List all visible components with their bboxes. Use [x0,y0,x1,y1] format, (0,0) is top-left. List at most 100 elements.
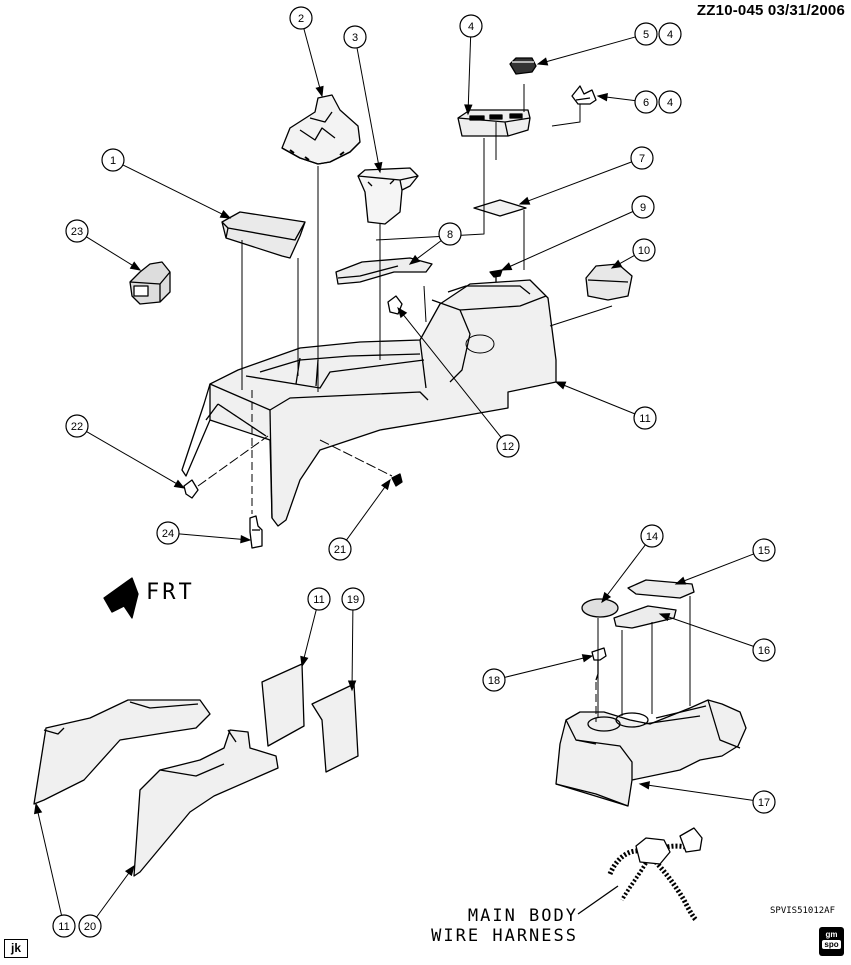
callout-leader-c14 [606,544,646,596]
callout-leader-c7 [527,161,632,202]
callout-qty-c5-label: 4 [667,29,673,41]
callout-c8-label: 8 [447,229,453,241]
callout-c15-label: 15 [758,545,770,557]
callout-arrowhead-c19 [347,680,357,692]
fastener-part [391,473,403,487]
callout-c8: 8 [438,222,462,246]
callout-c5: 5 [634,22,658,46]
harness-label-line1: MAIN BODY [467,906,578,926]
callout-arrowhead-c7 [518,196,531,205]
side-panel-part [261,663,359,773]
cap-part [585,263,633,301]
callout-arrowhead-c3 [374,161,383,174]
callout-c14: 14 [640,524,664,548]
callout-c23: 23 [65,219,89,243]
callout-c2-label: 2 [298,13,304,25]
callout-leader-c11b [303,609,317,659]
pad-part [473,199,527,217]
callout-c17: 17 [752,790,776,814]
callout-c11a: 11 [633,406,657,430]
callout-c19-label: 19 [347,594,359,606]
callout-c6: 6 [634,90,658,114]
callout-leader-c8 [416,240,442,260]
callout-c16-label: 16 [758,645,770,657]
gm-spo-logo: gm spo [819,927,844,956]
callout-c11b: 11 [307,587,331,611]
lid-part [221,211,306,259]
callout-leader-c3 [356,47,380,165]
main-console-part [181,279,557,527]
callout-arrowhead-c6 [596,92,608,102]
trim-panels-part [33,699,279,877]
callout-arrowhead-c1 [219,209,232,219]
callout-arrowhead-c4 [464,104,473,116]
callout-arrowhead-c10 [610,259,623,269]
callout-c20-label: 20 [84,921,96,933]
wire-harness-part [577,827,703,922]
callout-c10-label: 10 [638,245,650,257]
callout-leader-c17 [647,784,754,801]
callout-arrowhead-c15 [674,576,687,585]
rear-console-part [555,699,747,807]
cup-insert-part [357,167,419,225]
callout-arrowhead-c9 [500,262,513,271]
callout-c4-label: 4 [468,21,474,33]
callout-c21: 21 [328,537,352,561]
callout-qty-c5: 4 [658,22,682,46]
callout-c22-label: 22 [71,421,83,433]
callout-arrowhead-c23 [129,261,142,271]
callout-c24: 24 [156,521,180,545]
callout-leader-c24 [178,533,243,540]
callout-c12: 12 [496,434,520,458]
callout-leader-c21 [346,486,386,541]
callout-c9: 9 [631,195,655,219]
callout-c19: 19 [341,587,365,611]
switch-housing-part [457,109,531,137]
switch-block-part [129,261,171,305]
callout-leader-c20 [96,872,130,918]
callout-c11b-label: 11 [313,594,324,606]
callout-c1-label: 1 [110,155,116,167]
callout-c3-label: 3 [352,32,358,44]
callout-c23-label: 23 [71,226,83,238]
callout-arrowhead-c21 [380,478,391,491]
trim-panel-part [335,257,433,285]
callout-leader-c1 [122,164,224,215]
callout-c5-label: 5 [643,29,649,41]
callout-c14-label: 14 [646,531,658,543]
callout-leader-c6 [605,96,636,102]
callout-c24-label: 24 [162,528,174,540]
clip-part [571,85,597,105]
callout-leader-c10 [618,254,635,265]
callout-leader-c11a [563,384,635,415]
callout-leader-c16 [667,616,754,647]
callout-arrowhead-c22 [173,479,186,489]
callout-arrowhead-c2 [315,85,324,98]
callout-arrowhead-c11b [300,655,309,668]
front-direction-label: FRT [146,580,195,605]
callout-c4: 4 [459,14,483,38]
callout-arrowhead-c11c [34,802,43,815]
harness-label-line2: WIRE HARNESS [431,926,578,946]
callout-arrowhead-c17 [638,781,651,790]
callout-c7-label: 7 [639,153,645,165]
callout-c9-label: 9 [640,202,646,214]
callout-c15: 15 [752,538,776,562]
callout-arrowhead-c5 [536,57,549,66]
callout-arrowhead-c8 [408,254,421,265]
callout-c11c: 11 [52,914,76,938]
callout-c7: 7 [630,146,654,170]
callout-leader-c22 [86,431,178,485]
callout-leader-c23 [86,236,134,267]
callout-qty-c6-label: 4 [667,97,673,109]
diagram-code-header: ZZ10-045 03/31/2006 [696,2,845,19]
harness-label: MAIN BODY WIRE HARNESS [428,906,578,946]
callout-c11c-label: 11 [58,921,69,933]
callout-c18: 18 [482,668,506,692]
callout-leader-c18 [504,657,585,678]
callout-leader-c4 [467,36,472,107]
switch-part [509,57,537,75]
callout-arrowhead-c24 [240,534,252,544]
callout-arrowhead-c16 [658,613,671,622]
